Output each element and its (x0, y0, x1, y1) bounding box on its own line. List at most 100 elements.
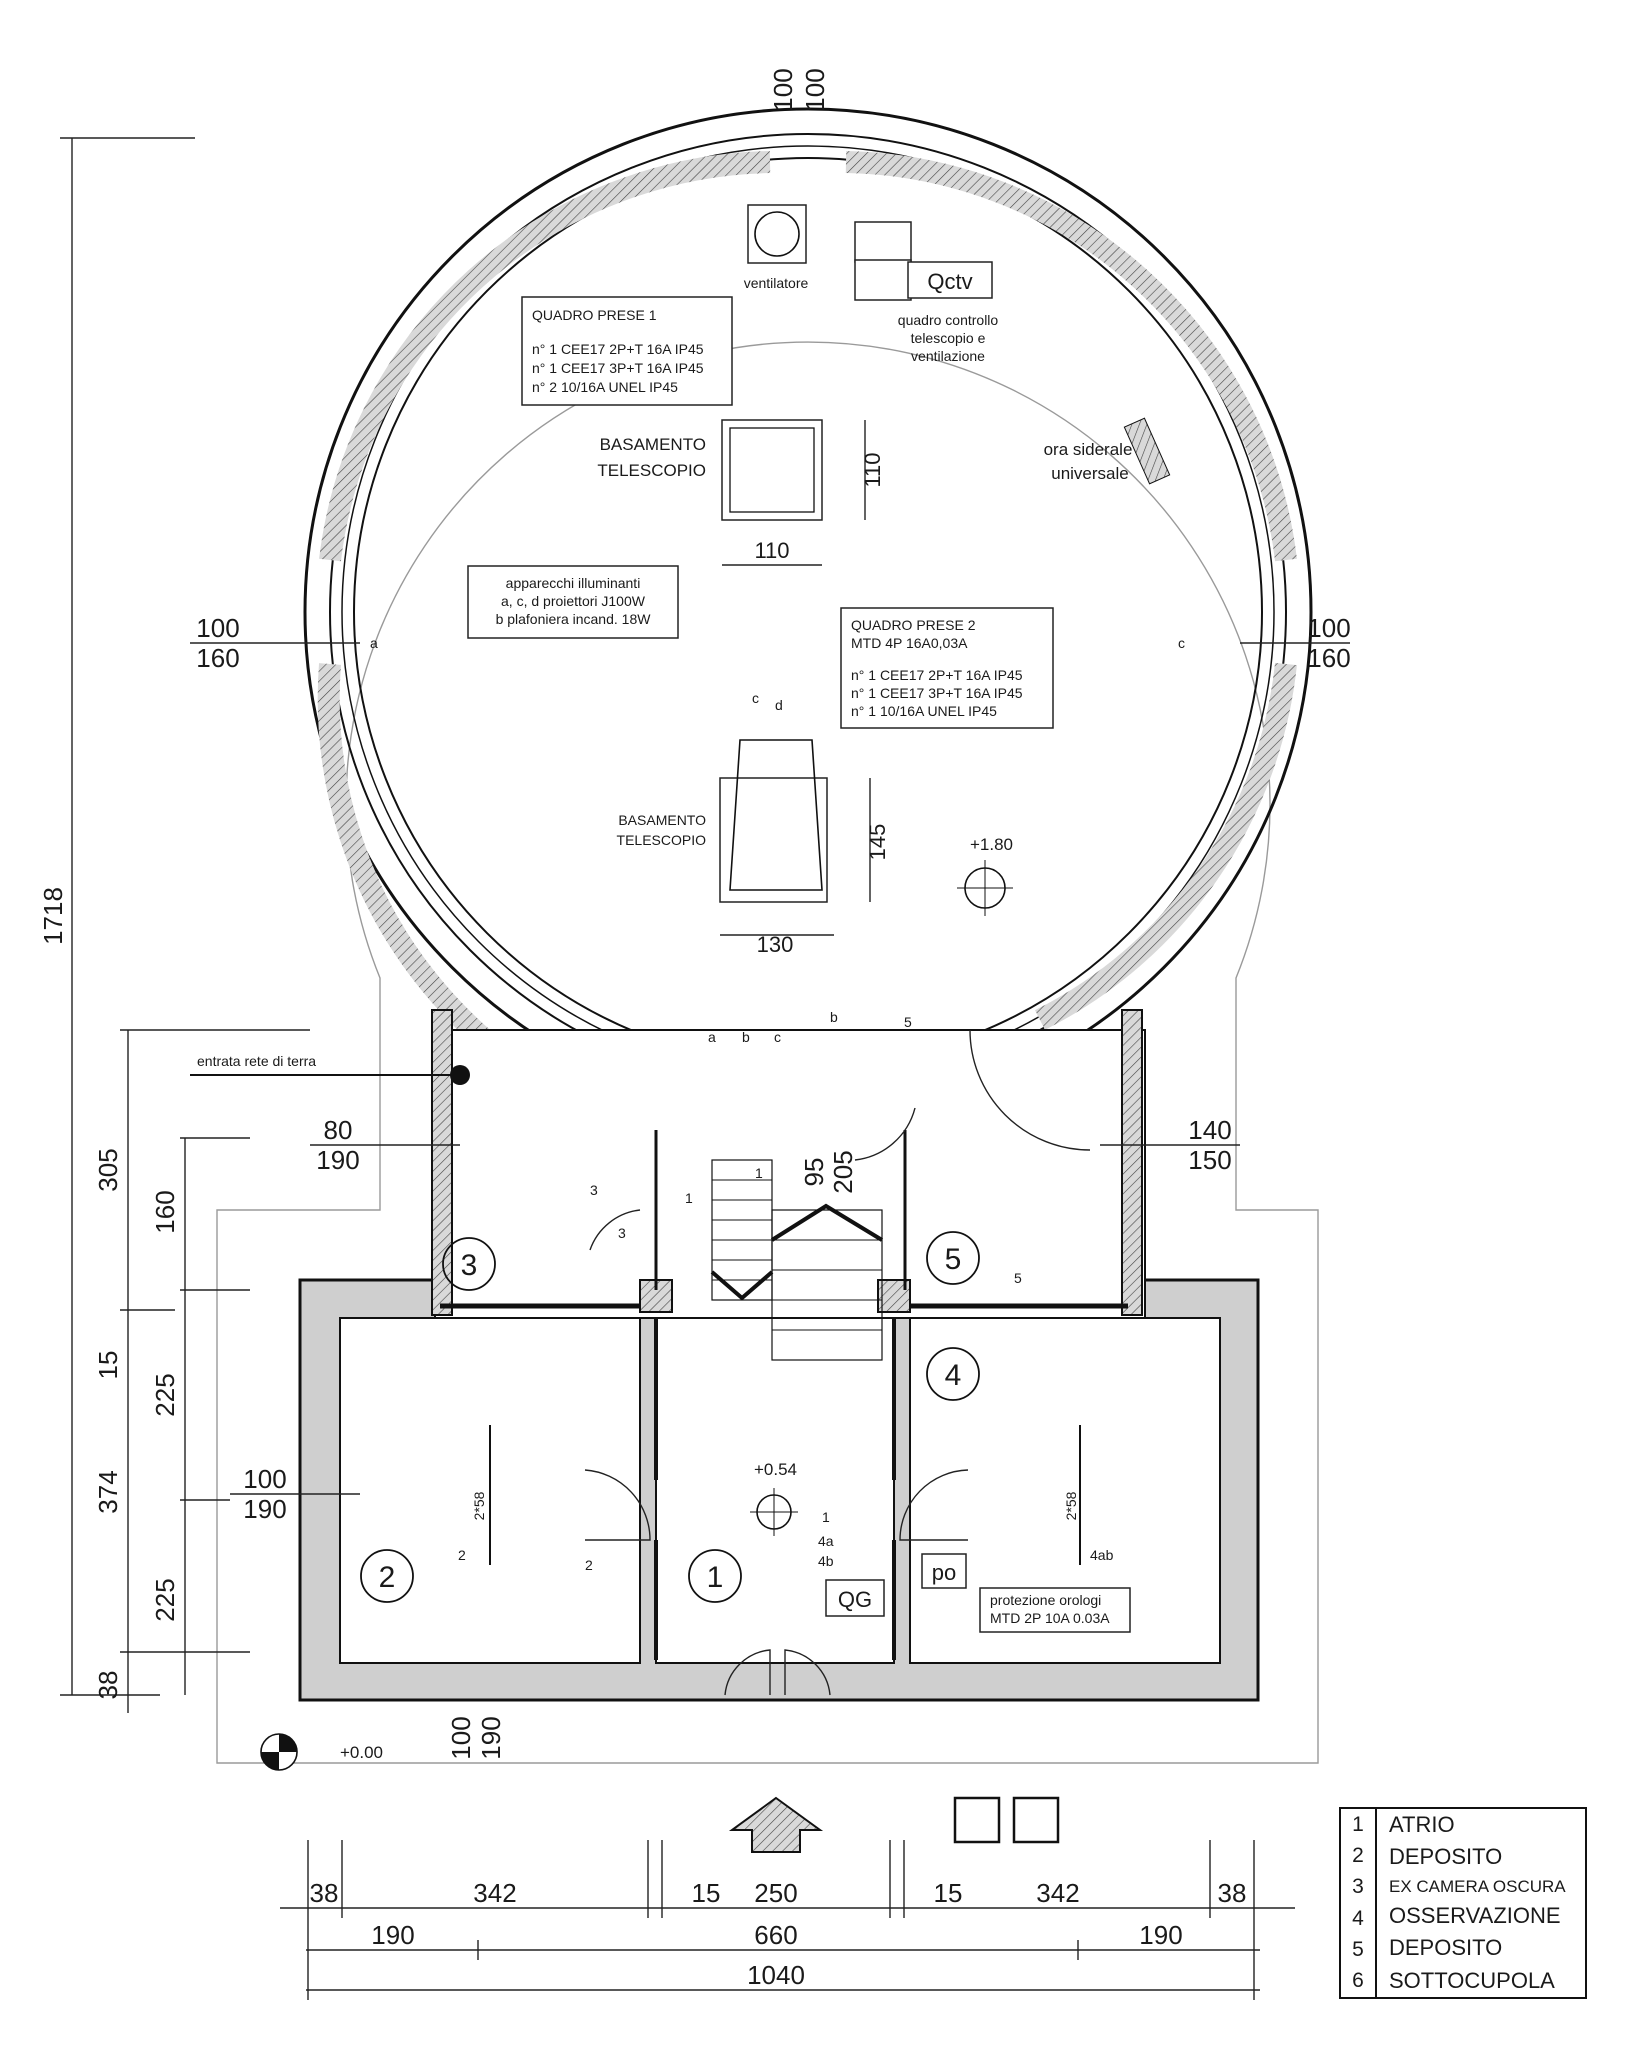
left-dim-3: 225 (150, 1373, 180, 1416)
bottom-dim-6: 38 (1218, 1878, 1247, 1908)
fixture-label-4ab: 4ab (1090, 1547, 1114, 1563)
level-marker-ground: +0.00 (260, 1733, 383, 1771)
bottom-dim-4: 15 (934, 1878, 963, 1908)
level-dome-label: +1.80 (970, 835, 1013, 854)
legend-num-5: 5 (1352, 1937, 1364, 1961)
legend-name-5: DEPOSITO (1389, 1935, 1503, 1961)
sidereal-label-1: ora siderale (1044, 440, 1133, 459)
opening-room2-1: 100 (243, 1464, 286, 1494)
ground-entry-point (450, 1065, 470, 1085)
protezione-line-1: protezione orologi (990, 1592, 1101, 1608)
legend-name-6: SOTTOCUPOLA (1389, 1967, 1555, 1993)
staircase (710, 1159, 884, 1361)
quadro-prese-1-line-1: n° 1 CEE17 2P+T 16A IP45 (532, 341, 704, 357)
ventilator-label: ventilatore (744, 275, 809, 291)
legend-num-4: 4 (1352, 1906, 1364, 1930)
quadro-prese-1: QUADRO PRESE 1 n° 1 CEE17 2P+T 16A IP45 … (521, 296, 733, 406)
opening-room3-2: 190 (316, 1145, 359, 1175)
legend-names: ATRIO DEPOSITO EX CAMERA OSCURA OSSERVAZ… (1377, 1809, 1585, 1997)
ventilator: ventilatore (744, 204, 809, 291)
opening-room3-1: 80 (324, 1115, 353, 1145)
block-right (1012, 1796, 1060, 1844)
opening-dims: 100 100 100 160 100 160 80 190 140 150 1… (190, 68, 1351, 1760)
left-dim-0: 305 (93, 1148, 123, 1191)
opening-stair-1: 95 (799, 1158, 829, 1187)
bottom-dim-3: 250 (754, 1878, 797, 1908)
fixture-label-5-room: 5 (1014, 1270, 1022, 1286)
qctv-panel: Qctv quadro controllo telescopio e venti… (854, 221, 999, 364)
lighting-note-line-3: b plafoniera incand. 18W (496, 611, 652, 627)
legend-num-1: 1 (1352, 1812, 1364, 1836)
left-dim-2: 15 (93, 1351, 123, 1380)
legend-name-1: ATRIO (1389, 1812, 1455, 1838)
lighting-note-line-2: a, c, d proiettori J100W (501, 593, 646, 609)
legend-num-3: 3 (1352, 1875, 1364, 1899)
dome-walls (303, 107, 1313, 1161)
telescope-base-1: BASAMENTO TELESCOPIO 110 110 (597, 419, 885, 566)
room-numbers: 1 2 3 4 5 (360, 1231, 980, 1603)
protezione-line-2: MTD 2P 10A 0.03A (990, 1610, 1110, 1626)
opening-room2-2: 190 (243, 1494, 286, 1524)
po-panel (921, 1553, 967, 1589)
left-dimension-chain: 1718 305 160 15 225 374 225 38 (38, 137, 310, 1713)
opening-bottom-2: 190 (476, 1716, 506, 1759)
qg-panel-label: QG (838, 1587, 872, 1612)
fixture-label-b-top: b (830, 1009, 838, 1025)
lighting-note-line-1: apparecchi illuminanti (506, 575, 641, 591)
fixture-label-1-wall: 1 (685, 1190, 693, 1206)
room-number-4: 4 (945, 1359, 962, 1392)
opening-room5-2: 150 (1188, 1145, 1231, 1175)
fixture-label-b-atrium: b (742, 1029, 750, 1045)
left-dim-6: 38 (93, 1671, 123, 1700)
legend-num-6: 6 (1352, 1969, 1364, 1993)
fixture-label-3-upper: 3 (590, 1182, 598, 1198)
fixture-label-1-qg: 1 (822, 1509, 830, 1525)
ground-entry-label: entrata rete di terra (197, 1053, 316, 1069)
fixture-label-2-room: 2 (585, 1557, 593, 1573)
bottom-dim-row2-1: 660 (754, 1920, 797, 1950)
quadro-prese-2-subtitle: MTD 4P 16A0,03A (851, 635, 968, 651)
opening-top-1: 100 (768, 68, 798, 111)
protezione-note: protezione orologi MTD 2P 10A 0.03A (979, 1587, 1131, 1633)
building-walls (298, 1009, 1260, 1702)
quadro-prese-1-line-2: n° 1 CEE17 3P+T 16A IP45 (532, 360, 704, 376)
bottom-dim-row2-2: 190 (1139, 1920, 1182, 1950)
bottom-dim-2: 15 (692, 1878, 721, 1908)
bottom-dim-row2-0: 190 (371, 1920, 414, 1950)
room-number-5: 5 (945, 1243, 962, 1276)
opening-right-circle-1: 100 (1307, 613, 1350, 643)
level-ground-label: +0.00 (340, 1743, 383, 1762)
fixture-label-4b: 4b (818, 1553, 834, 1569)
quadro-prese-2-line-1: n° 1 CEE17 2P+T 16A IP45 (851, 667, 1023, 683)
level-marker-atrium: +0.54 (750, 1460, 798, 1536)
fixture-label-c-center: c (752, 690, 759, 706)
qctv-desc-3: ventilazione (911, 348, 985, 364)
sidereal-label-2: universale (1051, 464, 1129, 483)
bottom-dim-0: 38 (310, 1878, 339, 1908)
fixture-labels: a c c d a b c b 5 1 1 3 3 5 2 2 1 4a 4b … (370, 635, 1185, 1573)
fixture-label-lamp-left: 2*58 (471, 1491, 487, 1520)
opening-bottom-1: 100 (446, 1716, 476, 1759)
quadro-prese-2: QUADRO PRESE 2 MTD 4P 16A0,03A n° 1 CEE1… (840, 607, 1054, 729)
fixture-label-lamp-right: 2*58 (1063, 1491, 1079, 1520)
qctv-desc-1: quadro controllo (898, 312, 999, 328)
opening-left-circle-2: 160 (196, 643, 239, 673)
legend: 1 2 3 4 5 6 ATRIO DEPOSITO EX CAMERA OSC… (1339, 1807, 1587, 1999)
opening-room5-1: 140 (1188, 1115, 1231, 1145)
fixture-label-4a: 4a (818, 1533, 834, 1549)
left-dim-1: 160 (150, 1190, 180, 1233)
quadro-prese-1-title: QUADRO PRESE 1 (532, 307, 657, 323)
fixture-label-3-lower: 3 (618, 1225, 626, 1241)
bottom-dim-overall: 1040 (747, 1960, 805, 1990)
telescope-base-2-width: 130 (757, 932, 794, 957)
telescope-base-2-label-1: BASAMENTO (618, 812, 706, 828)
quadro-prese-2-line-2: n° 1 CEE17 3P+T 16A IP45 (851, 685, 1023, 701)
block-left (953, 1796, 1001, 1844)
qg-panel (825, 1579, 885, 1617)
room-number-3: 3 (461, 1249, 478, 1282)
legend-num-2: 2 (1352, 1843, 1364, 1867)
left-dim-5: 225 (150, 1578, 180, 1621)
telescope-base-1-label-2: TELESCOPIO (597, 461, 706, 480)
room-number-2: 2 (379, 1561, 396, 1594)
